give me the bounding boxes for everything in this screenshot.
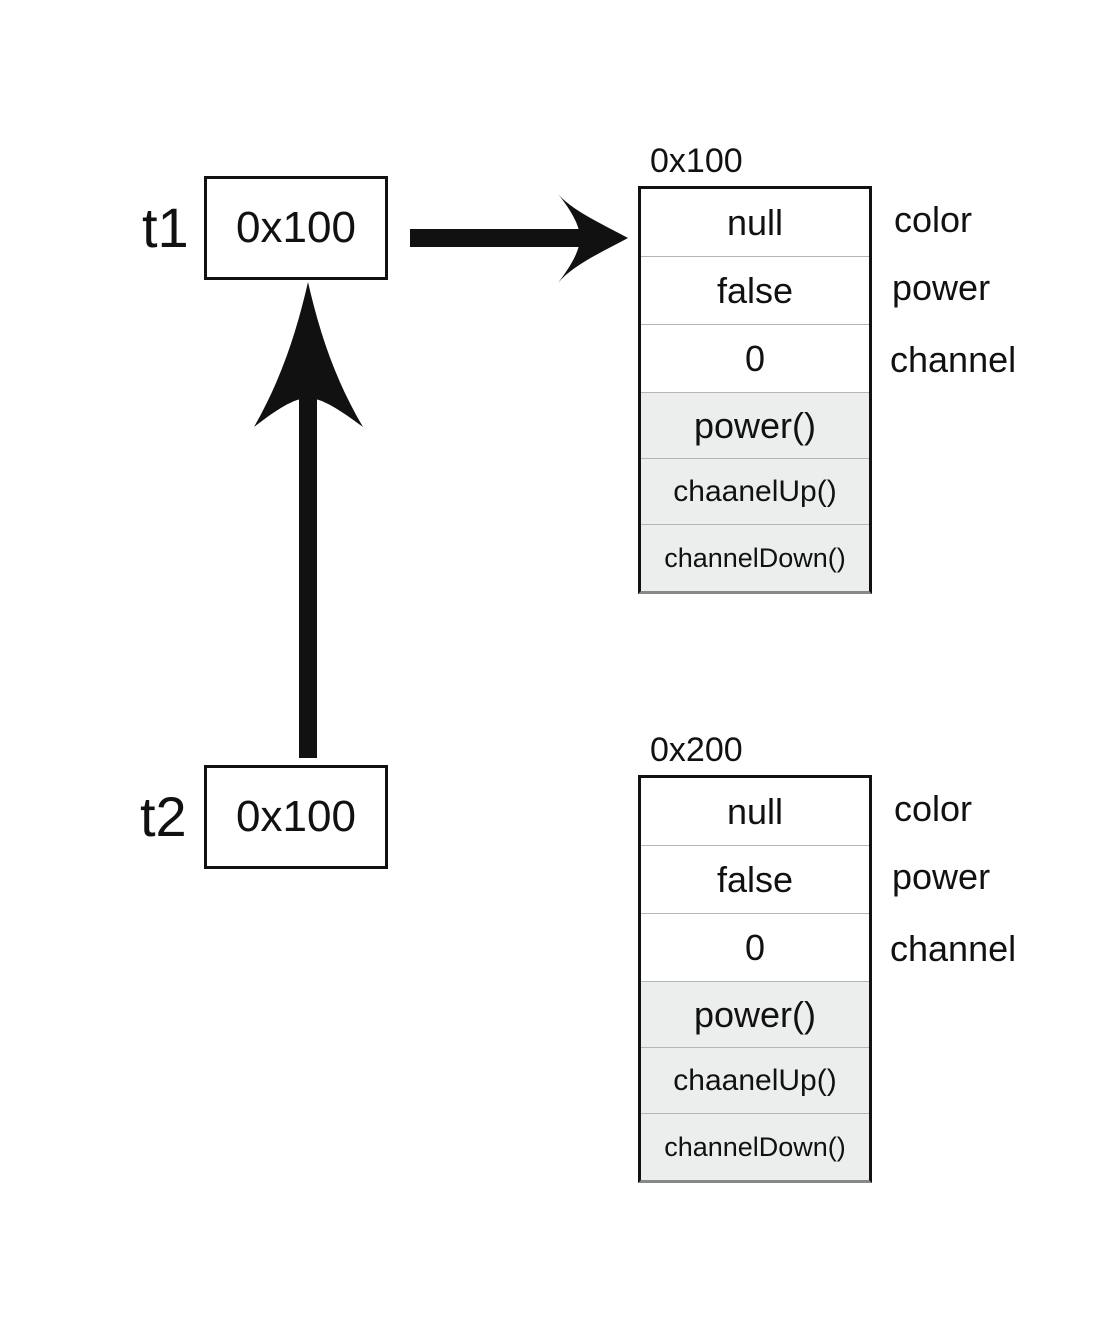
field-label-channel: channel bbox=[890, 928, 1017, 969]
field-label-power: power bbox=[892, 267, 991, 308]
arrow-t1-to-object bbox=[410, 194, 628, 283]
arrow-t2-to-t1 bbox=[254, 282, 363, 758]
method-cell-power: power() bbox=[641, 982, 869, 1048]
field-label-color: color bbox=[894, 199, 973, 240]
method-cell-power: power() bbox=[641, 393, 869, 459]
field-cell-power: false bbox=[641, 846, 869, 914]
method-cell-chaanelup: chaanelUp() bbox=[641, 459, 869, 525]
method-cell-chaanelup: chaanelUp() bbox=[641, 1048, 869, 1114]
method-cell-channeldown: channelDown() bbox=[641, 525, 869, 591]
field-label-channel: channel bbox=[890, 339, 1017, 380]
variable-name-t2: t2 bbox=[140, 785, 187, 848]
method-cell-channeldown: channelDown() bbox=[641, 1114, 869, 1180]
reference-value-t2: 0x100 bbox=[236, 792, 356, 841]
object-box-0x100: null false 0 power() chaanelUp() channel… bbox=[638, 186, 872, 594]
field-cell-power: false bbox=[641, 257, 869, 325]
field-label-color: color bbox=[894, 788, 973, 829]
object-box-0x200: null false 0 power() chaanelUp() channel… bbox=[638, 775, 872, 1183]
object-address-0x100: 0x100 bbox=[650, 142, 743, 180]
field-cell-channel: 0 bbox=[641, 325, 869, 393]
object-address-0x200: 0x200 bbox=[650, 731, 743, 769]
reference-value-t1: 0x100 bbox=[236, 203, 356, 252]
variable-name-t1: t1 bbox=[142, 196, 189, 259]
reference-box-t1: 0x100 bbox=[204, 176, 388, 280]
field-cell-color: null bbox=[641, 778, 869, 846]
field-cell-channel: 0 bbox=[641, 914, 869, 982]
reference-box-t2: 0x100 bbox=[204, 765, 388, 869]
field-label-power: power bbox=[892, 856, 991, 897]
field-cell-color: null bbox=[641, 189, 869, 257]
